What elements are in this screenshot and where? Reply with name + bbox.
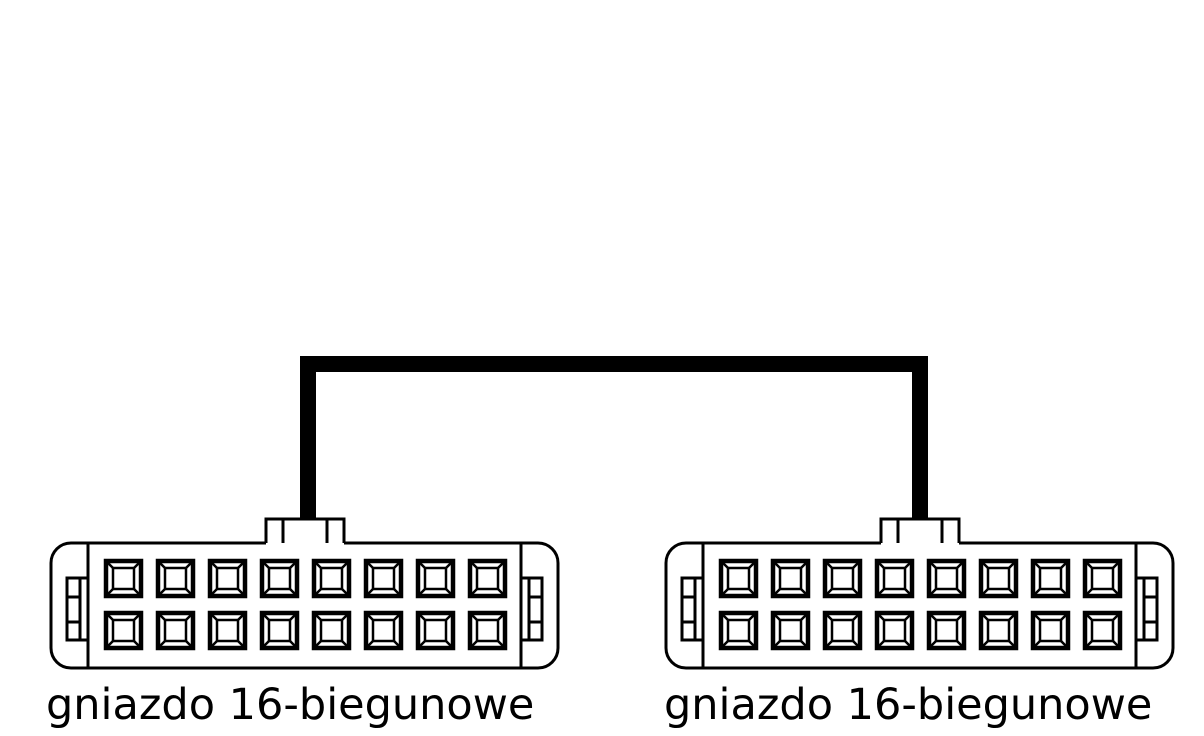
pin [1030,558,1071,599]
connector-left [49,517,560,670]
pin [259,558,300,599]
pin [207,610,248,651]
pin [770,558,811,599]
pin [926,610,967,651]
pin [978,610,1019,651]
pin [311,558,352,599]
pin [103,610,144,651]
pin [155,558,196,599]
pin [926,558,967,599]
connector-right-label: gniazdo 16-biegunowe [664,680,1153,730]
pin [822,610,863,651]
pin [363,558,404,599]
connector-right [664,517,1175,670]
pin [311,610,352,651]
pin [415,558,456,599]
pin [259,610,300,651]
pin [978,558,1019,599]
pin [467,610,508,651]
pin [718,558,759,599]
pin [874,558,915,599]
pin [103,558,144,599]
pin [155,610,196,651]
pin [415,610,456,651]
pin [1082,610,1123,651]
side-clip [1136,576,1159,642]
latch-tab [879,517,961,543]
pin [874,610,915,651]
side-clip [521,576,544,642]
side-clip [680,576,703,642]
pin [718,610,759,651]
pin [1082,558,1123,599]
pin [467,558,508,599]
pin [1030,610,1071,651]
pin [363,610,404,651]
pin [822,558,863,599]
connecting-cable [300,356,928,520]
pin [770,610,811,651]
connector-left-label: gniazdo 16-biegunowe [46,680,535,730]
side-clip [65,576,88,642]
pin [207,558,248,599]
latch-tab [264,517,346,543]
